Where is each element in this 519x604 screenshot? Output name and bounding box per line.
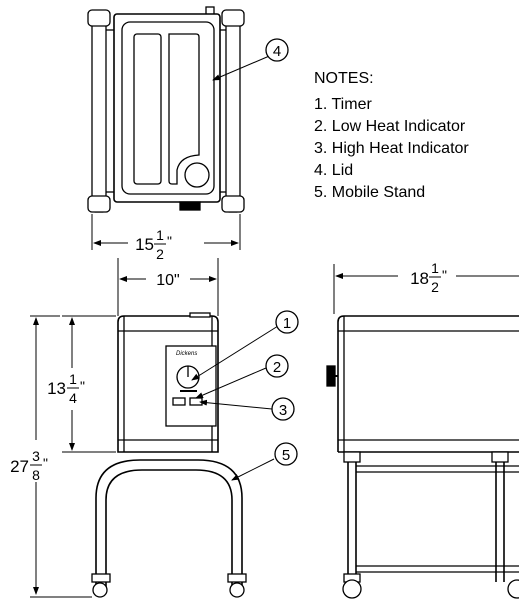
side-view bbox=[326, 264, 519, 599]
callout-4-label: 4 bbox=[273, 43, 281, 60]
top-view bbox=[87, 6, 275, 250]
front-caster-right bbox=[229, 582, 245, 598]
lid-handle bbox=[184, 162, 210, 188]
svg-text:1: 1 bbox=[431, 260, 439, 276]
svg-text:": " bbox=[80, 378, 85, 394]
dim-top-width: 15 1 2 " bbox=[135, 227, 172, 262]
high-heat-indicator bbox=[189, 397, 203, 406]
dim-body-height: 13 1 4 " bbox=[47, 371, 85, 406]
svg-text:1: 1 bbox=[156, 227, 164, 243]
lid bbox=[121, 21, 215, 195]
svg-text:8: 8 bbox=[32, 467, 40, 483]
note-low-heat: 2. Low Heat Indicator bbox=[314, 118, 466, 135]
note-timer: 1. Timer bbox=[314, 96, 372, 113]
dim-side-depth: 18 1 2 " bbox=[410, 260, 447, 295]
svg-text:13: 13 bbox=[47, 379, 66, 398]
svg-text:4: 4 bbox=[69, 390, 77, 406]
notes-title: NOTES: bbox=[314, 70, 374, 87]
callout-3-circle bbox=[271, 397, 295, 421]
lid-well-right bbox=[168, 33, 200, 185]
lid-well-left bbox=[133, 33, 162, 185]
svg-text:": " bbox=[442, 267, 447, 283]
top-stand-rail-left bbox=[91, 11, 107, 213]
callout-1-circle bbox=[275, 310, 299, 334]
callout-3-label: 3 bbox=[279, 402, 287, 419]
side-timer-knob bbox=[326, 365, 336, 387]
callout-1-label: 1 bbox=[283, 315, 291, 332]
svg-text:15: 15 bbox=[135, 235, 154, 254]
callout-2-label: 2 bbox=[273, 359, 281, 376]
callout-5-label: 5 bbox=[282, 447, 290, 464]
svg-text:1: 1 bbox=[69, 371, 77, 387]
front-caster-left bbox=[92, 582, 108, 598]
callout-4-circle bbox=[265, 38, 289, 62]
svg-text:18: 18 bbox=[410, 269, 429, 288]
svg-text:": " bbox=[43, 455, 48, 471]
low-heat-indicator bbox=[172, 397, 186, 406]
dim-front-width: 10" bbox=[156, 272, 179, 289]
svg-text:2: 2 bbox=[156, 246, 164, 262]
side-caster-right bbox=[507, 579, 519, 599]
front-view bbox=[30, 258, 279, 598]
front-stand-outer bbox=[95, 459, 243, 588]
callout-5-circle bbox=[274, 442, 298, 466]
note-lid: 4. Lid bbox=[314, 162, 354, 179]
note-high-heat: 3. High Heat Indicator bbox=[314, 140, 469, 157]
control-panel bbox=[165, 345, 217, 427]
front-stand-inner bbox=[105, 469, 233, 588]
panel-brand: Dickens bbox=[176, 351, 197, 357]
svg-text:3: 3 bbox=[32, 448, 40, 464]
callout-2-circle bbox=[265, 354, 289, 378]
dim-total-height: 27 3 8 " bbox=[10, 448, 48, 483]
note-mobile-stand: 5. Mobile Stand bbox=[314, 184, 426, 201]
svg-text:27: 27 bbox=[10, 457, 29, 476]
side-caster-left bbox=[342, 579, 362, 599]
svg-text:2: 2 bbox=[431, 279, 439, 295]
top-stand-rail-right bbox=[225, 11, 241, 213]
notes-block: NOTES: 1. Timer 2. Low Heat Indicator 3.… bbox=[314, 68, 469, 204]
svg-text:": " bbox=[167, 233, 172, 249]
